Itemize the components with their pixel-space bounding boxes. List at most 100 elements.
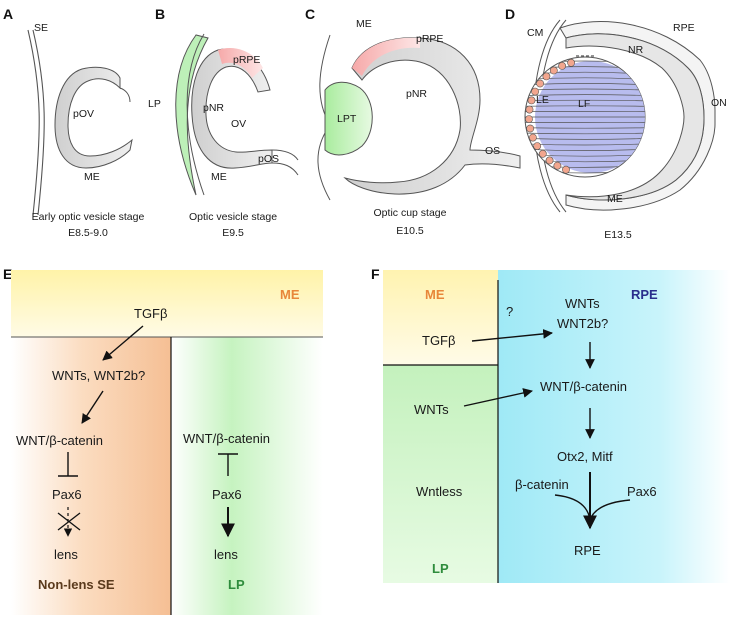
node-wnt2b: WNT2b? [557,316,608,331]
lens-epithelium-cell [529,133,537,142]
primitive-optic-vesicle [54,66,133,169]
node-tgfb-e: TGFβ [134,306,167,321]
region-label-me-e: ME [280,287,300,302]
lens-epithelium-cell [531,87,539,96]
node-wntcat-right: WNT/β-catenin [183,431,270,446]
lens-placode-green [175,34,209,196]
node-lens-right: lens [214,547,238,562]
arrow-wnts-lp-to-wntcat [463,388,533,407]
node-wnts-e: WNTs, WNT2b? [52,368,145,383]
arrow-tgfb-to-wnts-f [471,329,553,342]
curve-pax6-merge [589,499,631,521]
label-me-b: ME [211,171,227,183]
lens-epithelium-cell [525,115,533,123]
region-label-rpe-f: RPE [631,287,658,302]
lens-fiber-line [525,94,645,97]
lens-d [524,56,646,178]
caption-c-stage: Optic cup stage [374,207,447,219]
nonlens-se-region [11,337,171,615]
panel-f: F ME RPE ? TGFβ WNTs WNT2b? WNTs WNT/β-c… [371,266,730,583]
node-tgfb-f: TGFβ [422,333,455,348]
caption-b-stage: Optic vesicle stage [189,211,277,223]
label-me-c: ME [356,18,372,30]
arrow-wnts-to-wntcat [81,390,104,424]
label-lp-b: LP [148,98,161,110]
caption-b-age: E9.5 [222,227,244,239]
panel-d: D CM RPE NR LE LF ON ME E13.5 [505,6,727,241]
lens-epithelium-cells [525,58,575,174]
optic-stalk-line-b2 [271,149,299,161]
caption-a-stage: Early optic vesicle stage [32,211,145,223]
panel-f-letter: F [371,266,380,282]
lens-pit [324,81,373,156]
region-label-nonlens: Non-lens SE [38,577,115,592]
optic-stalk-line-b [271,162,299,176]
lens-epithelium-cell [553,161,562,170]
caption-d-age: E13.5 [604,229,632,241]
prpe-region-b [218,48,263,78]
lens-epithelium-cell [542,72,551,81]
node-rpe-out: RPE [574,543,601,558]
lens-epithelium-cell [558,62,566,70]
lp-region-e [171,337,323,615]
region-label-lp-e: LP [228,577,245,592]
optic-vesicle-b [191,48,273,169]
label-me-d: ME [607,193,623,205]
panel-e: E ME TGFβ WNTs, WNT2b? WNT/β-catenin Pax… [3,266,323,615]
label-pov: pOV [73,108,94,120]
node-pax6-left: Pax6 [52,487,82,502]
panel-a: A SE pOV ME Early optic vesicle stage E8… [3,6,144,239]
panel-b-letter: B [155,6,165,22]
label-lpt-c: LPT [337,113,357,125]
node-wntless: Wntless [416,484,463,499]
curve-bcatenin-merge [554,494,591,521]
lens-epithelium-cell [538,149,547,158]
region-label-lp-f: LP [432,561,449,576]
label-le-d: LE [536,94,549,106]
node-wnts-top: WNTs [565,296,600,311]
panel-c: C ME pRPE pNR LPT OS Optic cup stage E10… [305,6,521,237]
panel-b: B LP pRPE pNR OV pOS ME Optic vesicle st… [148,6,299,239]
lens-epithelium-cell [525,105,534,114]
region-label-me-f: ME [425,287,445,302]
lens-epithelium-cell [545,156,554,165]
optic-cup-c [343,37,521,195]
label-prpe-c: pRPE [416,33,443,45]
panel-d-letter: D [505,6,515,22]
node-wntcat-left: WNT/β-catenin [16,433,103,448]
label-rpe-d: RPE [673,22,695,34]
me-region-e [11,270,323,337]
question-mark: ? [506,304,513,319]
me-region-f [383,270,498,365]
label-pnr-b: pNR [203,102,224,114]
node-bcatenin: β-catenin [515,477,569,492]
label-cm-d: CM [527,27,543,39]
panel-c-letter: C [305,6,315,22]
surface-ectoderm-line-inner [32,29,45,216]
surface-ectoderm-line [27,29,40,216]
panel-a-letter: A [3,6,13,22]
label-pnr-c: pNR [406,88,427,100]
caption-a-age: E8.5-9.0 [68,227,108,239]
label-me-a: ME [84,171,100,183]
lp-region-f [383,365,498,583]
lens-epithelium-cell [526,124,535,133]
ov-connection-line [119,87,131,103]
label-prpe-b: pRPE [233,54,260,66]
node-pax6-right: Pax6 [212,487,242,502]
label-on-d: ON [711,97,727,109]
node-lens-left: lens [54,547,78,562]
lens-epithelium-cell [536,79,544,88]
label-se: SE [34,22,48,34]
label-lf-d: LF [578,98,590,110]
lens-epithelium-cell [567,58,575,67]
label-pos-b: pOS [258,153,279,165]
lens-epithelium-cell [549,66,558,75]
neural-retina-d [565,33,705,201]
surface-ectoderm-b [186,33,205,196]
rpe-region-f [498,270,730,583]
prpe-region-c [352,37,420,76]
node-wnts-lp: WNTs [414,402,449,417]
label-nr-d: NR [628,44,644,56]
